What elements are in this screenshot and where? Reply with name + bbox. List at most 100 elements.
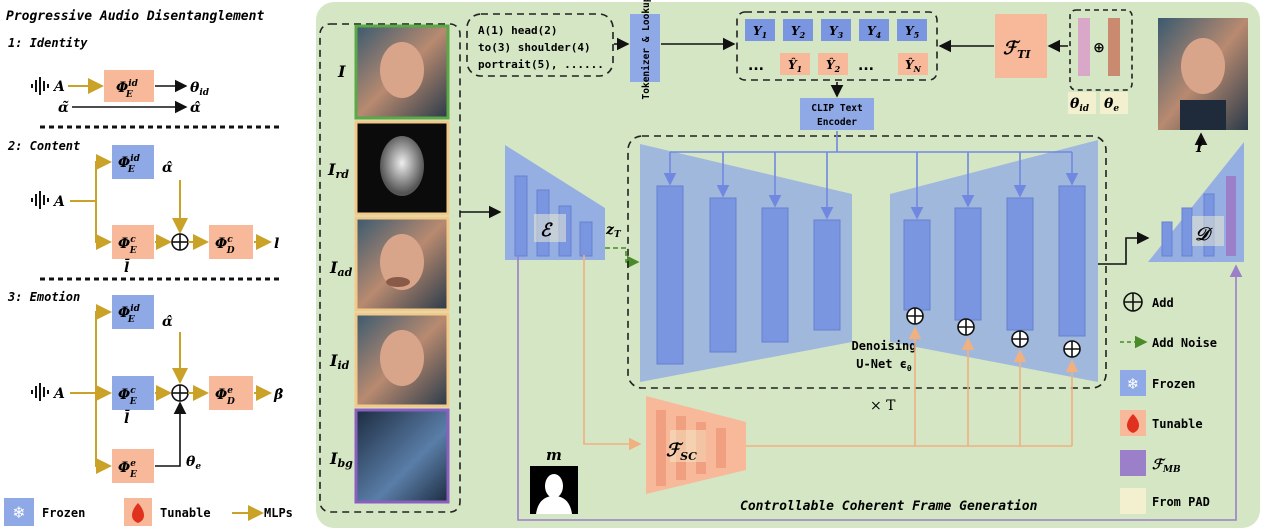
theta-e-label: θe — [186, 454, 201, 472]
l-bar-label: l̄ — [124, 257, 130, 276]
theta-concat-group — [1069, 9, 1133, 91]
input-image-I-bg: Ibg — [329, 408, 450, 504]
phi-d-e-block — [209, 376, 253, 410]
svg-text:I: I — [337, 62, 346, 81]
prompt-line-2: to(3) shoulder(4) — [478, 41, 591, 54]
alpha-hat-label: α̂ — [162, 314, 173, 330]
svg-text:ΦcE: ΦcE — [118, 386, 137, 407]
phi-e-id-block-2 — [112, 145, 154, 179]
section1-title: 1: Identity — [8, 36, 88, 50]
add-icon — [171, 233, 189, 251]
svg-text:Iad: Iad — [329, 258, 353, 279]
token-y-2 — [783, 19, 813, 41]
flame-icon — [132, 503, 144, 523]
f-ti-block — [995, 14, 1047, 78]
input-image-I-id: Iid — [329, 312, 450, 408]
audio-wave-icon — [31, 191, 49, 209]
mask-image — [530, 466, 578, 514]
section2-title: 2: Content — [7, 139, 80, 153]
svg-text:Add: Add — [1152, 296, 1174, 310]
snowflake-icon: ❄ — [1127, 375, 1140, 393]
legend-tunable: Tunable — [160, 506, 211, 520]
token-y-label: Y5 — [905, 24, 920, 40]
tokenizer-label: Tokenizer & Lookup — [641, 0, 652, 99]
phi-e-c-block — [112, 225, 154, 259]
unet-label-1: Denoising — [851, 339, 916, 353]
z-t-label: zT — [605, 222, 622, 240]
f-ti-label: ℱTI — [1003, 38, 1031, 61]
token-y-1 — [745, 19, 775, 41]
token-y-4 — [859, 19, 889, 41]
phi-e-id-block-1 — [104, 70, 154, 102]
f-sc-block: ℱSC — [646, 396, 746, 494]
l-label: l — [274, 236, 279, 252]
svg-text:...: ... — [748, 58, 764, 74]
token-y-label: Y4 — [867, 24, 882, 40]
encoder-label: ℰ — [540, 220, 553, 241]
add-icon — [171, 384, 189, 402]
token-y-5 — [897, 19, 927, 41]
svg-text:Ŷ1: Ŷ1 — [788, 57, 802, 74]
svg-text:From PAD: From PAD — [1152, 495, 1210, 509]
svg-text:Ibg: Ibg — [329, 449, 353, 470]
svg-text:Ird: Ird — [327, 160, 349, 181]
theta-id-label: θid — [190, 80, 210, 98]
mask-label: m — [546, 446, 562, 464]
clip-label-2: Encoder — [817, 117, 857, 128]
unet-down — [640, 144, 852, 382]
svg-text:ΦeE: ΦeE — [118, 459, 137, 480]
decoder-label: 𝒟 — [1195, 224, 1213, 245]
prompt-line-3: portrait(5), ...... — [478, 58, 604, 71]
legend-f-mb: ℱMB — [1152, 457, 1181, 475]
left-legend: ❄ Frozen Tunable MLPs — [4, 498, 293, 526]
encoder-block: ℰ — [505, 145, 605, 260]
unet-label-2: U-Net ϵθ — [856, 357, 912, 373]
phi-d-c-block — [209, 225, 253, 259]
token-y-label: Y2 — [791, 24, 806, 40]
left-panel: Progressive Audio Disentanglement 1: Ide… — [4, 9, 293, 526]
concat-icon: ⊕ — [1093, 40, 1105, 56]
token-y-label: Y3 — [829, 24, 844, 40]
phi-e-id-block-3 — [112, 295, 154, 329]
alpha-hat-label: α̂ — [190, 100, 201, 116]
theta-e-input: θe — [1104, 96, 1119, 114]
input-image-I: I — [337, 24, 450, 120]
right-panel: I Ird Iad Iid Ibg — [316, 0, 1260, 528]
l-bar-label: l̄ — [124, 408, 130, 427]
token-y-3 — [821, 19, 851, 41]
clip-text-encoder — [800, 98, 874, 130]
token-group — [736, 11, 938, 81]
svg-text:ΦeD: ΦeD — [215, 386, 235, 407]
output-label: Î — [1195, 138, 1203, 156]
svg-text:ΦcD: ΦcD — [215, 235, 235, 256]
audio-label: A — [52, 386, 65, 402]
svg-text:Ŷ2: Ŷ2 — [826, 57, 841, 74]
snowflake-icon: ❄ — [12, 503, 25, 522]
phi-e-c-block-frozen — [112, 376, 154, 410]
flame-icon — [1127, 414, 1139, 433]
footer-title: Controllable Coherent Frame Generation — [740, 499, 1038, 514]
denoising-loop — [627, 135, 1107, 389]
right-legend: Add Add Noise ❄ Frozen Tunable ℱMB From … — [1120, 292, 1217, 514]
token-row-bottom: ... Ŷ1 Ŷ2 ... ŶN — [748, 53, 928, 75]
f-sc-label: ℱSC — [666, 440, 697, 463]
audio-label: A — [52, 79, 65, 95]
input-image-I-rd: Ird — [327, 120, 450, 216]
legend-frozen: Frozen — [42, 506, 85, 520]
beta-hat-label: β̂ — [273, 387, 284, 403]
svg-text:Add Noise: Add Noise — [1152, 336, 1217, 350]
alpha-tilde-label: α̃ — [58, 99, 69, 116]
svg-text:ΦcE: ΦcE — [118, 235, 137, 256]
decoder-block: 𝒟 — [1148, 142, 1244, 262]
output-image — [1158, 18, 1248, 130]
audio-wave-icon — [31, 77, 49, 95]
svg-text:Iid: Iid — [329, 351, 350, 372]
svg-text:...: ... — [858, 58, 874, 74]
text-prompt-box — [466, 13, 614, 77]
legend-mlps: MLPs — [264, 506, 293, 520]
audio-label: A — [52, 194, 65, 210]
